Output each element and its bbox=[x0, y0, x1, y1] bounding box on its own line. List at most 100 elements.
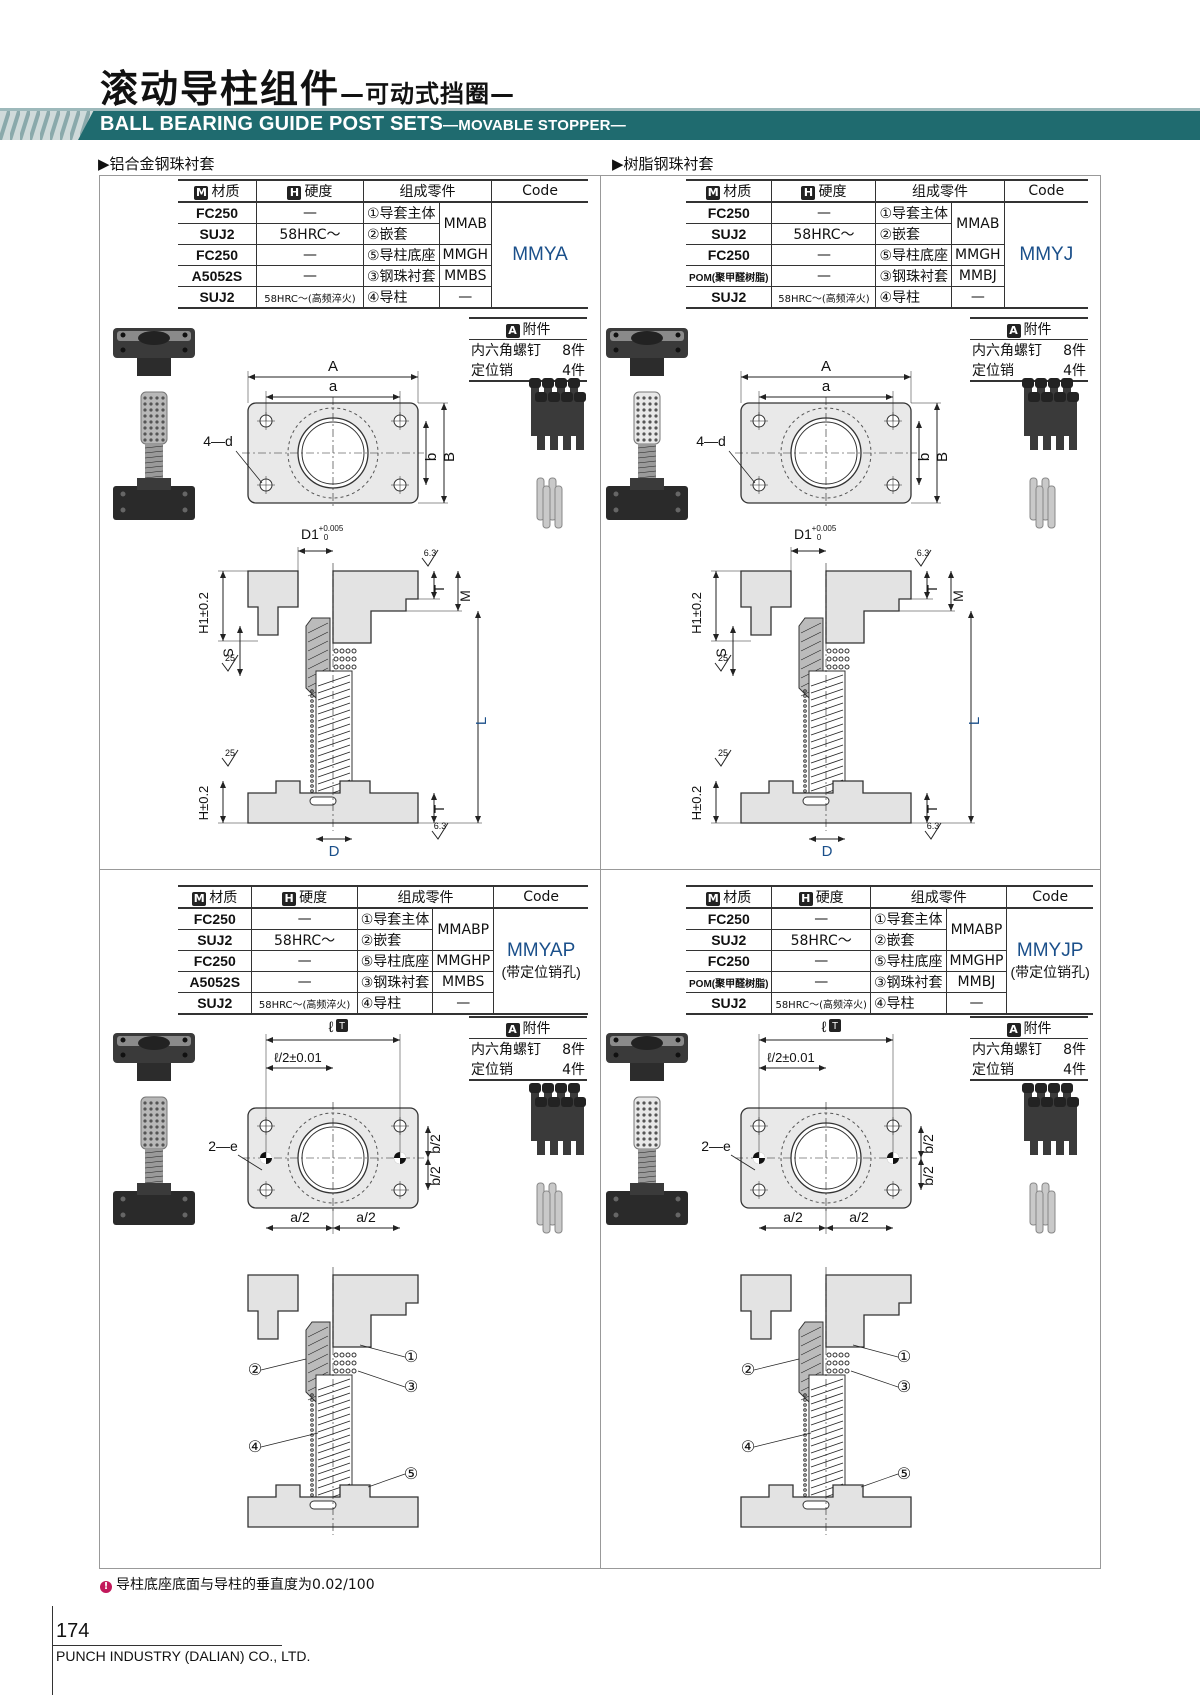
dowel-hole-mark bbox=[753, 1158, 759, 1164]
accessory-qty: 4件 bbox=[555, 1059, 587, 1081]
ball bbox=[636, 1119, 640, 1123]
part-code-cell: — bbox=[951, 286, 1005, 309]
accessory-name: 定位销 bbox=[970, 360, 1057, 382]
part-code-cell: MMBJ bbox=[945, 971, 1007, 993]
material-cell: FC250 bbox=[686, 244, 772, 266]
dowel-pin bbox=[554, 485, 563, 529]
socket-screw-head bbox=[574, 1097, 586, 1107]
hardness-cell: — bbox=[771, 950, 871, 972]
socket-screw bbox=[1069, 400, 1077, 450]
dimension-line bbox=[637, 1155, 657, 1159]
ball bbox=[803, 714, 807, 718]
ball bbox=[832, 1352, 838, 1358]
accessory-row: 内六角螺钉 8件 bbox=[469, 1039, 587, 1060]
ball bbox=[339, 1360, 345, 1366]
dimension-line bbox=[800, 640, 822, 652]
dimension-line bbox=[800, 1362, 822, 1374]
arrow-head bbox=[425, 1158, 431, 1165]
part-cell: ⑤导柱底座 bbox=[869, 950, 946, 972]
guide-post bbox=[145, 1149, 163, 1193]
socket-screw bbox=[544, 386, 552, 436]
dimension-line bbox=[144, 1170, 164, 1174]
accessory-qty: 8件 bbox=[1063, 1042, 1086, 1058]
ball bbox=[654, 426, 658, 430]
dimension-label-b-lower: b bbox=[423, 453, 440, 461]
ball bbox=[803, 1453, 807, 1457]
roughness-value: 6.3 bbox=[434, 821, 447, 831]
hardness-cell: 58HRC～(高频淬火) bbox=[251, 992, 358, 1015]
ball bbox=[149, 396, 153, 400]
accessory-qty: 8件 bbox=[1063, 343, 1086, 359]
arrow-head bbox=[819, 1065, 826, 1071]
part-code-cell: MMGH bbox=[438, 244, 492, 266]
dimension-line bbox=[637, 1160, 657, 1164]
ball bbox=[310, 729, 314, 733]
roughness-symbol: 25 bbox=[221, 653, 239, 672]
bolt-hole bbox=[182, 332, 188, 338]
ball bbox=[155, 402, 159, 406]
arrow-head bbox=[759, 1037, 766, 1043]
ball bbox=[155, 438, 159, 442]
ball bbox=[155, 426, 159, 430]
part-callout: ② bbox=[248, 1362, 262, 1379]
material-cell: SUJ2 bbox=[686, 992, 772, 1015]
bushing-section-left bbox=[247, 1274, 299, 1340]
header-parts: 组成零件 bbox=[869, 885, 1007, 909]
hardness-cell: 58HRC～ bbox=[771, 223, 876, 245]
ball bbox=[339, 1352, 345, 1358]
ball bbox=[339, 656, 345, 662]
bushing-section-left bbox=[740, 570, 792, 636]
dimension-label-m: M bbox=[950, 590, 966, 602]
accessory-name: 内六角螺钉 bbox=[471, 1042, 541, 1058]
socket-screw bbox=[1037, 1091, 1045, 1141]
ball bbox=[310, 784, 314, 788]
arrow-head bbox=[730, 626, 736, 633]
dimension-label-b-half: b/2 bbox=[920, 1166, 936, 1186]
bolt-hole bbox=[182, 347, 188, 353]
ball bbox=[161, 1107, 165, 1111]
arrow-head bbox=[431, 816, 437, 823]
ball bbox=[636, 438, 640, 442]
arrow-head bbox=[924, 592, 930, 599]
part-code-cell: — bbox=[438, 286, 492, 309]
arrow-head bbox=[759, 1225, 766, 1231]
dimension-line bbox=[317, 1455, 351, 1468]
socket-screw bbox=[1024, 1091, 1032, 1141]
part-cell: ④导柱 bbox=[869, 992, 946, 1015]
socket-screw-head bbox=[561, 1097, 573, 1107]
post-base bbox=[113, 1191, 195, 1225]
socket-screw bbox=[1030, 400, 1038, 450]
ball bbox=[345, 656, 351, 662]
arrow-head bbox=[431, 793, 437, 800]
hardness-badge: H bbox=[287, 186, 302, 200]
ball bbox=[654, 1143, 658, 1147]
ball bbox=[803, 724, 807, 728]
ball bbox=[149, 1137, 153, 1141]
part-code-cell: MMBS bbox=[438, 265, 492, 287]
dimension-line bbox=[730, 1154, 756, 1171]
bolt-hole bbox=[613, 347, 619, 353]
hardness-cell: — bbox=[771, 971, 871, 993]
arrow-head bbox=[298, 548, 305, 554]
bolt-hole bbox=[120, 507, 126, 513]
socket-screw-head bbox=[1054, 392, 1066, 402]
header-code: Code bbox=[491, 179, 588, 203]
ball bbox=[345, 1360, 351, 1366]
dowel-hole-mark bbox=[887, 1158, 893, 1164]
ball bbox=[636, 1137, 640, 1141]
accessory-qty: 8件 bbox=[562, 1042, 585, 1058]
socket-screw bbox=[1024, 386, 1032, 436]
ball bbox=[149, 1131, 153, 1135]
accessory-title-label: 附件 bbox=[1023, 1021, 1052, 1037]
ball bbox=[310, 769, 314, 773]
bolt-hole bbox=[182, 1052, 188, 1058]
ball bbox=[310, 1483, 314, 1487]
